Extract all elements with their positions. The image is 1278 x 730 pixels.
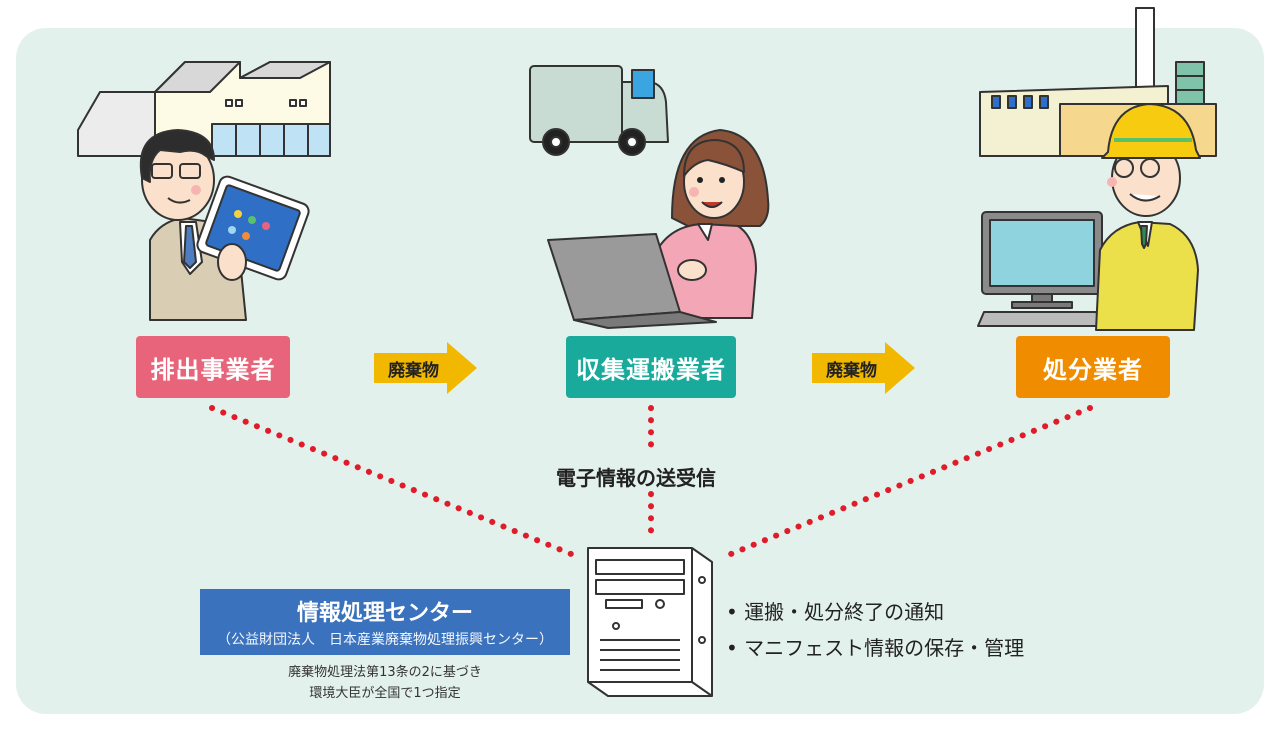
exchange-label: 電子情報の送受信 [556, 466, 716, 490]
woman-icon [547, 129, 770, 329]
legal-note-line-2: 環境大臣が全国で1つ指定 [309, 686, 461, 701]
truck-icon [529, 65, 669, 156]
function-item-text: マニフェスト情報の保存・管理 [744, 636, 1025, 660]
legal-note-line-1: 廃棄物処理法第13条の2に基づき [288, 665, 482, 680]
waste-flow-arrow-1: 廃棄物 [374, 342, 477, 394]
disposer-label: 処分業者 [1043, 355, 1143, 384]
worker-icon [1095, 103, 1201, 331]
transporter-label: 収集運搬業者 [576, 355, 726, 384]
connector-disposer [723, 405, 1093, 559]
legal-note: 廃棄物処理法第13条の2に基づき 環境大臣が全国で1つ指定 [250, 662, 520, 704]
function-item-text: 運搬・処分終了の通知 [744, 600, 945, 624]
info-center-name: 情報処理センター [296, 601, 473, 626]
factory-icon [77, 61, 331, 157]
waste-flow-label-2: 廃棄物 [812, 353, 885, 383]
arrow-head-icon [447, 342, 477, 394]
info-center-box: 情報処理センター （公益財団法人 日本産業廃棄物処理振興センター） [200, 589, 570, 655]
transporter-tag: 収集運搬業者 [566, 336, 736, 398]
disposer-tag: 処分業者 [1016, 336, 1170, 398]
info-center-sub: （公益財団法人 日本産業廃棄物処理振興センター） [217, 632, 553, 648]
function-list: • 運搬・処分終了の通知 • マニフェスト情報の保存・管理 [726, 594, 1024, 666]
waste-flow-arrow-2: 廃棄物 [812, 342, 915, 394]
emitter-tag: 排出事業者 [136, 336, 290, 398]
function-item: • マニフェスト情報の保存・管理 [726, 636, 1025, 660]
server-tower-icon [587, 547, 713, 697]
arrow-head-icon [885, 342, 915, 394]
desktop-computer-icon [977, 211, 1105, 327]
businessman-icon [139, 129, 310, 321]
connector-emitter [209, 405, 579, 559]
waste-flow-label-1: 廃棄物 [374, 353, 447, 383]
emitter-label: 排出事業者 [150, 355, 276, 384]
function-item: • 運搬・処分終了の通知 [726, 600, 945, 624]
